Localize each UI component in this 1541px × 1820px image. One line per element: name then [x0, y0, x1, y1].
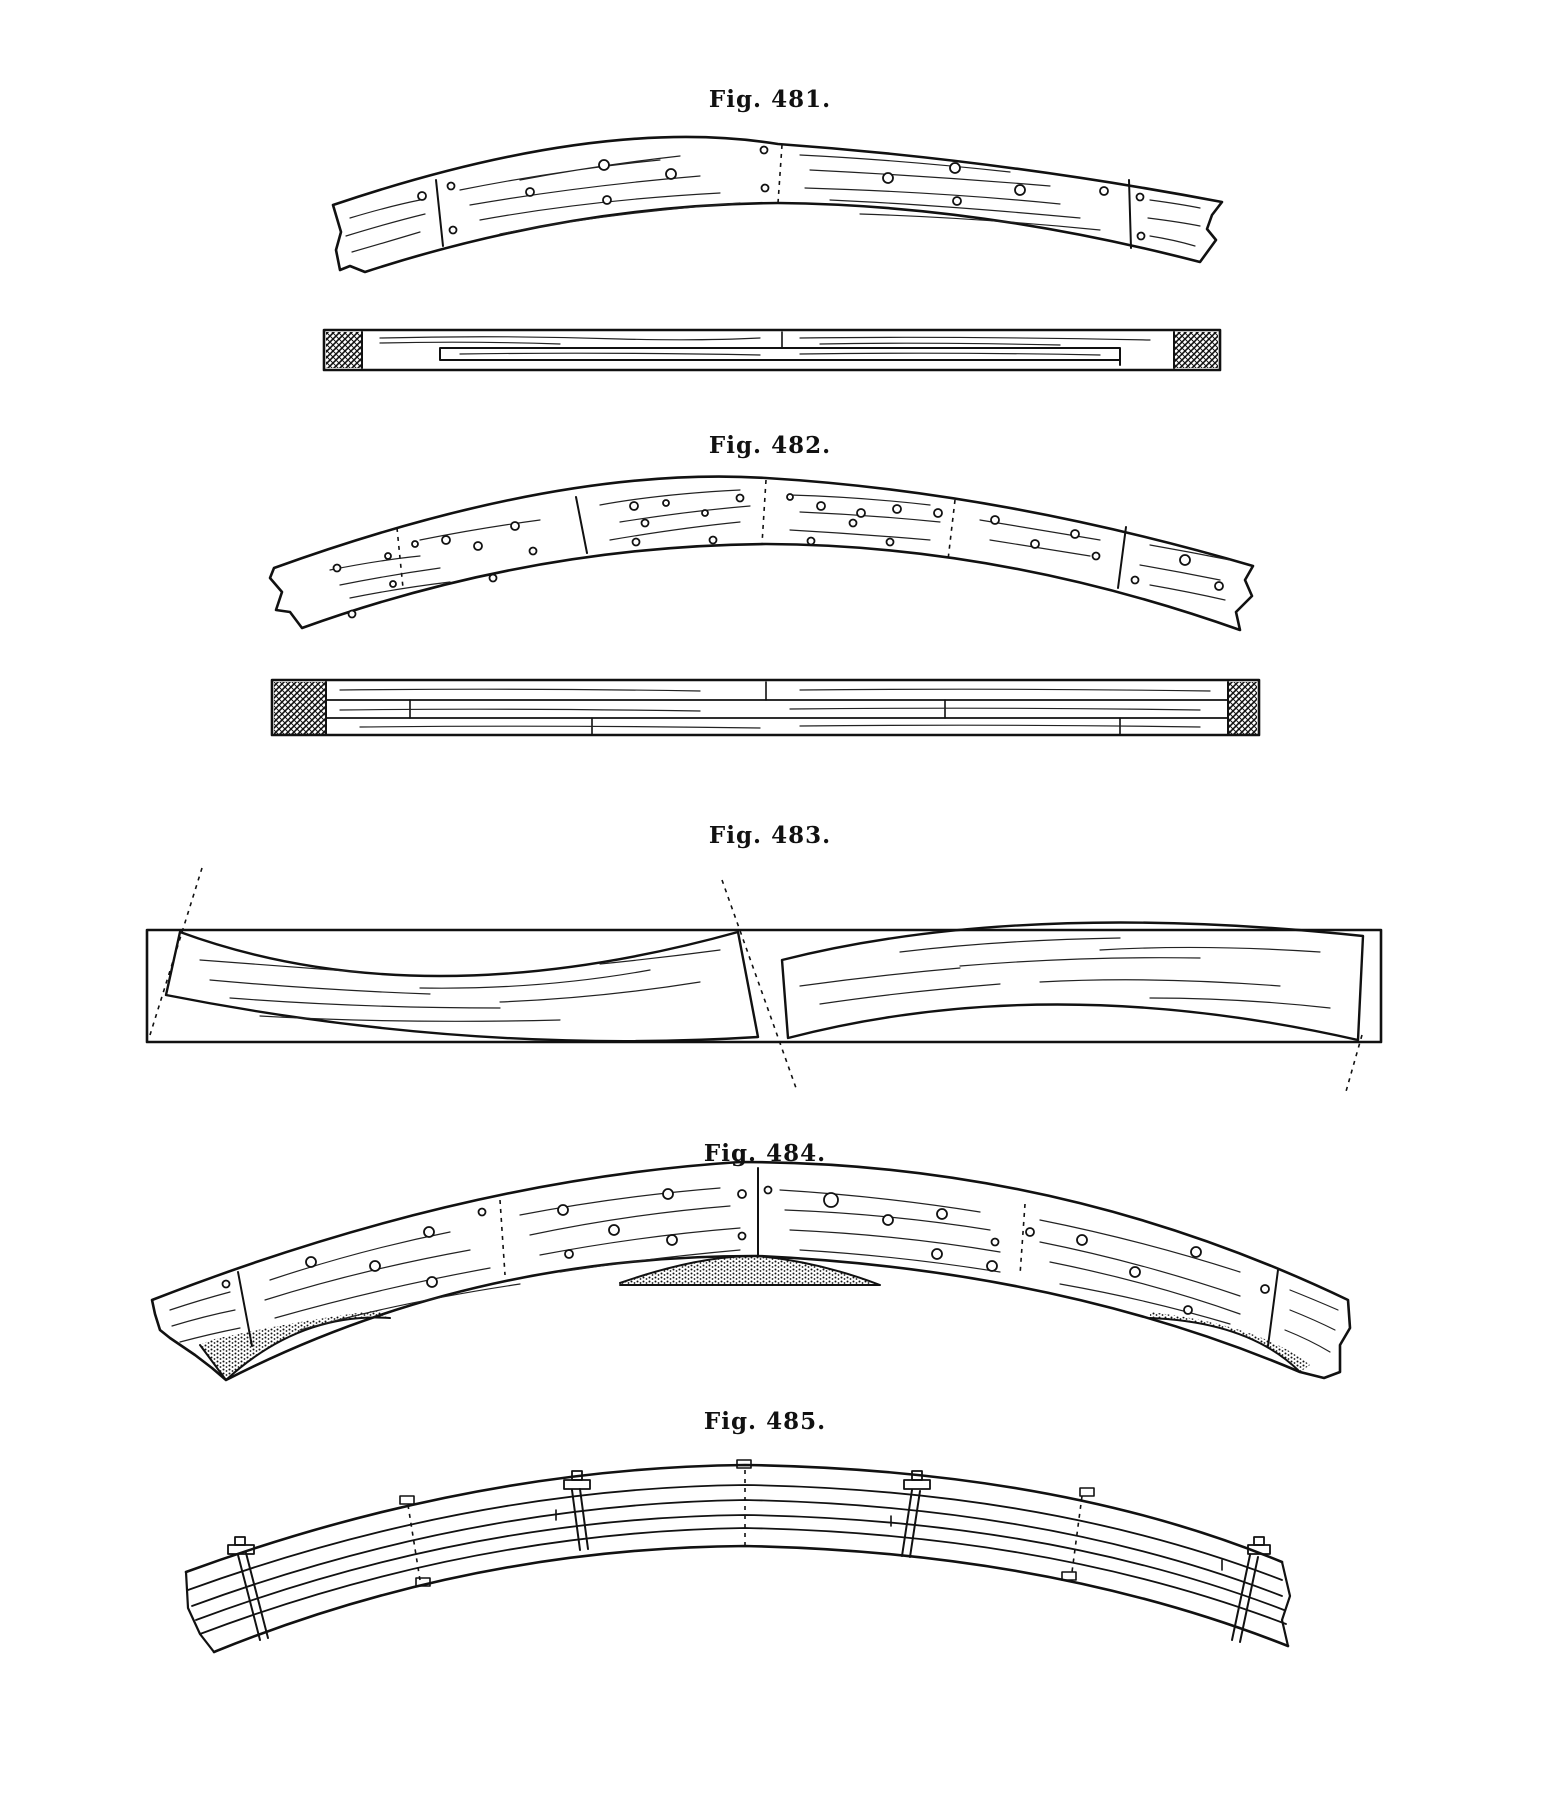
fig-481-section [322, 328, 1222, 372]
fig-485-clamps [227, 1459, 1271, 1643]
fig-483-diagram [145, 867, 1383, 1096]
fig-483-caption: Fig. 483. [708, 822, 832, 849]
fig-482-elevation [268, 475, 1255, 632]
fig-481-caption: Fig. 481. [708, 86, 832, 113]
fig-485-caption: Fig. 485. [703, 1408, 827, 1435]
fig-481-elevation [331, 135, 1224, 274]
fig-484-elevation [150, 1160, 1352, 1382]
fig-482-section [270, 678, 1261, 737]
fig-485-laminated-rib [184, 1459, 1292, 1654]
fig-484-rivet-holes [221, 1185, 1270, 1315]
fig-482-caption: Fig. 482. [708, 432, 832, 459]
fig-482-rivet-holes [332, 493, 1224, 619]
fig-481-rivet-holes [417, 145, 1146, 241]
